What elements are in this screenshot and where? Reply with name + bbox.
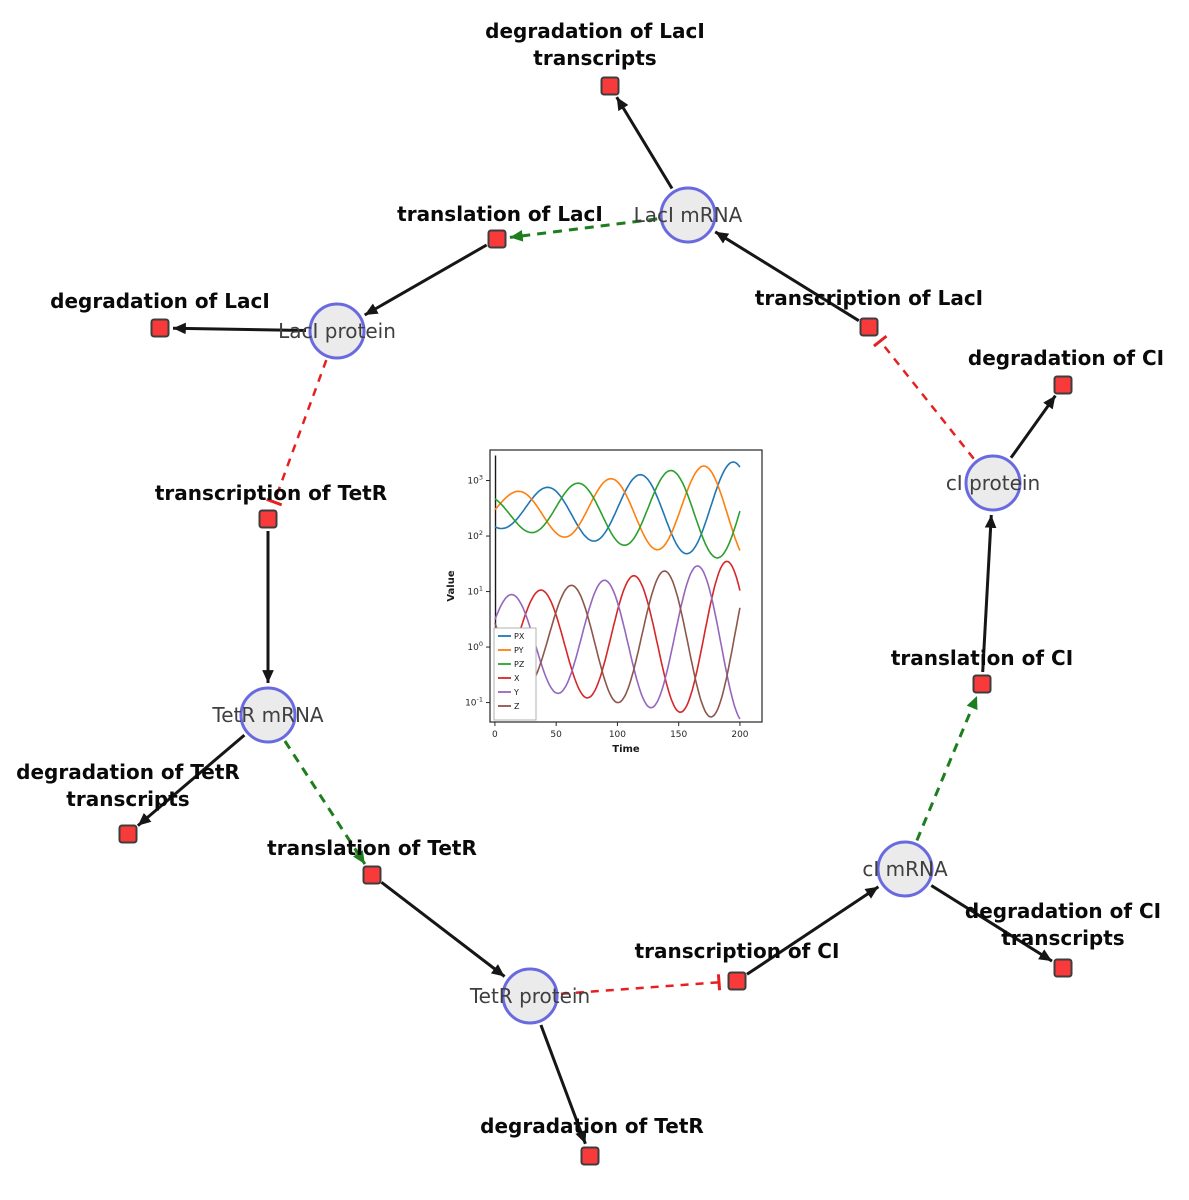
reaction-node-translation-ci [972,674,992,694]
series-line-PZ [494,469,741,559]
series-line-PX [494,461,741,555]
reaction-node-transcription-ci [727,971,747,991]
series-line-PY [494,465,741,551]
species-node-laci-mrna [659,186,717,244]
species-label-ci-protein: cI protein [946,471,1040,495]
x-tick-label: 100 [609,730,626,740]
reaction-node-deg-laci [150,318,170,338]
y-tick-label: 10-1 [465,696,483,709]
legend-label-PX: PX [514,632,525,641]
edge-consumption-laci-protein-to-deg-laci [172,322,307,335]
species-label-ci-mrna: cI mRNA [862,857,948,881]
reaction-label-translation-tetr: translation of TetR [267,836,477,860]
edge-consumption-tetr-protein-to-deg-tetr [539,1024,587,1145]
reaction-node-transcription-laci [859,317,879,337]
species-label-laci-protein: LacI protein [278,319,396,343]
reaction-node-deg-laci-transcripts [600,76,620,96]
edge-inhibition-tetr-protein-to-transcription-ci [560,974,722,996]
species-label-tetr-mrna: TetR mRNA [211,703,324,727]
edge-production-transcription-laci-to-laci-mrna [714,230,860,322]
edge-modifier-laci-mrna-to-translation-laci [509,217,658,242]
edge-modifier-ci-mrna-to-translation-ci [915,695,979,841]
x-tick-label: 200 [731,730,748,740]
series-line-X [494,560,741,714]
reaction-label-deg-laci: degradation of LacI [50,289,270,313]
edge-production-translation-laci-to-laci-protein [363,243,488,317]
reaction-label-transcription-tetr: transcription of TetR [155,481,387,505]
legend-box [493,627,537,721]
y-tick-label: 103 [467,474,483,487]
y-axis-label: Value [446,570,457,601]
edges-layer [136,96,1057,1145]
reaction-label-transcription-ci: transcription of CI [635,939,840,963]
reaction-node-translation-laci [487,229,507,249]
y-tick-label: 101 [467,585,483,598]
edge-production-translation-tetr-to-tetr-protein [380,881,506,978]
edge-consumption-laci-mrna-to-deg-laci-transcripts [615,96,674,190]
reaction-label-deg-tetr: degradation of TetR [480,1114,704,1138]
edge-consumption-tetr-mrna-to-deg-tetr-transcripts [136,733,246,827]
reaction-node-deg-ci-transcripts [1053,958,1073,978]
edge-consumption-ci-mrna-to-deg-ci-transcripts [930,884,1053,963]
reaction-node-deg-tetr-transcripts [118,824,138,844]
edge-production-transcription-ci-to-ci-mrna [746,885,880,976]
species-node-laci-protein [308,302,366,360]
y-tick-label: 102 [467,529,483,542]
legend-label-Z: Z [514,702,520,711]
reaction-node-deg-ci [1053,375,1073,395]
reaction-node-translation-tetr [362,865,382,885]
edge-consumption-ci-protein-to-deg-ci [1009,394,1057,459]
species-node-tetr-mrna [239,686,297,744]
legend-label-PZ: PZ [514,660,525,669]
edge-production-translation-ci-to-ci-protein [981,514,997,673]
x-tick-label: 150 [670,730,687,740]
reaction-label-deg-ci: degradation of CI [968,346,1164,370]
edge-inhibition-ci-protein-to-transcription-laci [873,334,975,460]
y-tick-label: 100 [467,640,483,653]
legend-label-X: X [514,674,520,683]
reaction-label-transcription-laci: transcription of LacI [755,286,983,310]
species-node-tetr-protein [501,967,559,1025]
species-node-ci-mrna [876,840,934,898]
nodes-layer [118,76,1073,1166]
edge-inhibition-laci-protein-to-transcription-tetr [266,359,328,507]
species-node-ci-protein [964,454,1022,512]
legend-label-PY: PY [514,646,524,655]
x-tick-label: 50 [550,730,562,740]
reaction-label-translation-ci: translation of CI [891,646,1073,670]
species-label-tetr-protein: TetR protein [469,984,590,1008]
reaction-node-deg-tetr [580,1146,600,1166]
legend-label-Y: Y [513,688,519,697]
reaction-node-transcription-tetr [258,509,278,529]
reaction-label-translation-laci: translation of LacI [397,202,603,226]
edge-modifier-tetr-mrna-to-translation-tetr [283,740,367,865]
x-tick-label: 0 [492,730,498,740]
species-label-laci-mrna: LacI mRNA [634,203,743,227]
x-axis-label: Time [612,744,640,755]
